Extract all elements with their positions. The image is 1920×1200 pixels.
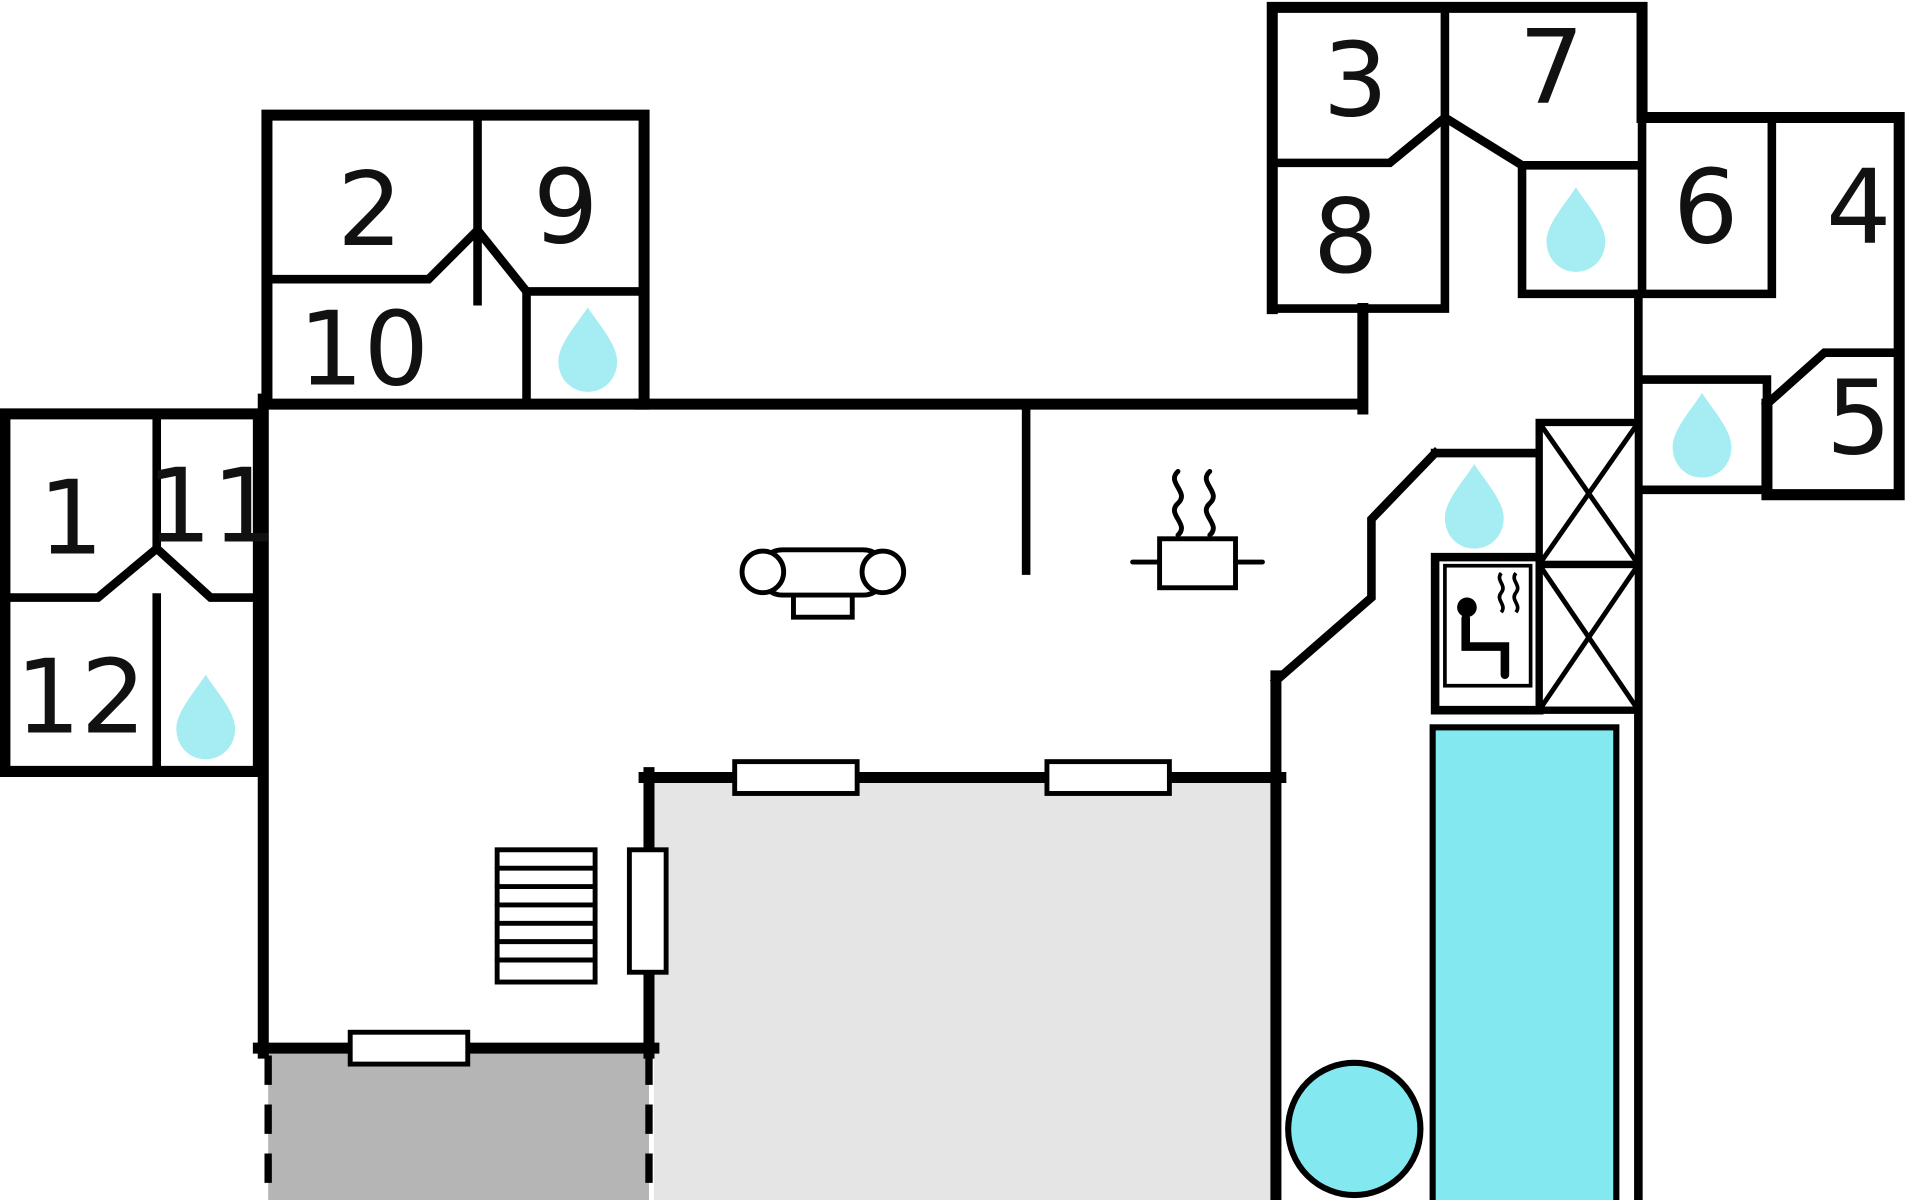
water-drop-icon <box>176 674 236 760</box>
room-label-11: 11 <box>146 447 277 566</box>
sofa-icon <box>739 547 907 620</box>
terrace-dashed-edge <box>264 1055 653 1200</box>
window <box>732 759 860 796</box>
room-label-3: 3 <box>1323 21 1388 140</box>
hot-tub-icon <box>1285 1059 1424 1199</box>
window <box>1044 759 1172 796</box>
wall-int-topleft-block <box>262 110 649 409</box>
room-label-10: 10 <box>298 291 429 410</box>
steam-lines <box>1172 468 1216 538</box>
room-label-6: 6 <box>1673 149 1738 268</box>
room-label-2: 2 <box>337 151 402 270</box>
water-drop-icon <box>558 307 618 392</box>
sauna-steam <box>1497 571 1520 614</box>
wall-int-hall-pool <box>1269 289 1904 1200</box>
terrace-dark <box>268 1053 649 1200</box>
pot-body <box>1157 536 1238 591</box>
room-label-9: 9 <box>533 149 598 268</box>
room-label-1: 1 <box>38 460 103 579</box>
wall-int-right-block <box>1267 3 1777 313</box>
water-drop-icon <box>1444 464 1504 549</box>
room-label-5: 5 <box>1826 359 1891 478</box>
room-label-12: 12 <box>15 638 146 757</box>
wardrobe-icons <box>1535 418 1643 714</box>
room-labels: 1 2 3 4 5 6 7 8 9 10 11 12 <box>15 9 1891 757</box>
sofa-arm <box>859 548 907 596</box>
wardrobe-cross <box>1536 420 1641 567</box>
wall-int-left-block <box>0 409 263 776</box>
water-drop-icon <box>1546 187 1606 272</box>
stairs-treads <box>494 865 598 963</box>
sofa-legs <box>791 592 855 620</box>
room-label-7: 7 <box>1519 9 1584 128</box>
sauna-person-head <box>1457 597 1477 618</box>
terrace-light <box>653 782 1272 1200</box>
walls-interior <box>0 3 1904 1200</box>
wardrobe-cross <box>1536 562 1641 713</box>
openings <box>347 759 1172 1067</box>
stairs-icon <box>494 847 598 985</box>
window <box>347 1029 471 1067</box>
room-label-8: 8 <box>1313 178 1378 297</box>
terraces <box>268 782 1272 1200</box>
sauna-icon <box>1443 563 1533 688</box>
room-label-4: 4 <box>1826 149 1891 268</box>
sauna-person-body <box>1461 614 1510 679</box>
door <box>626 847 669 975</box>
swimming-pool <box>1429 724 1620 1200</box>
water-drop-icon <box>1672 393 1732 478</box>
cooking-pot-icon <box>1130 468 1265 591</box>
sofa-arm <box>739 548 787 596</box>
